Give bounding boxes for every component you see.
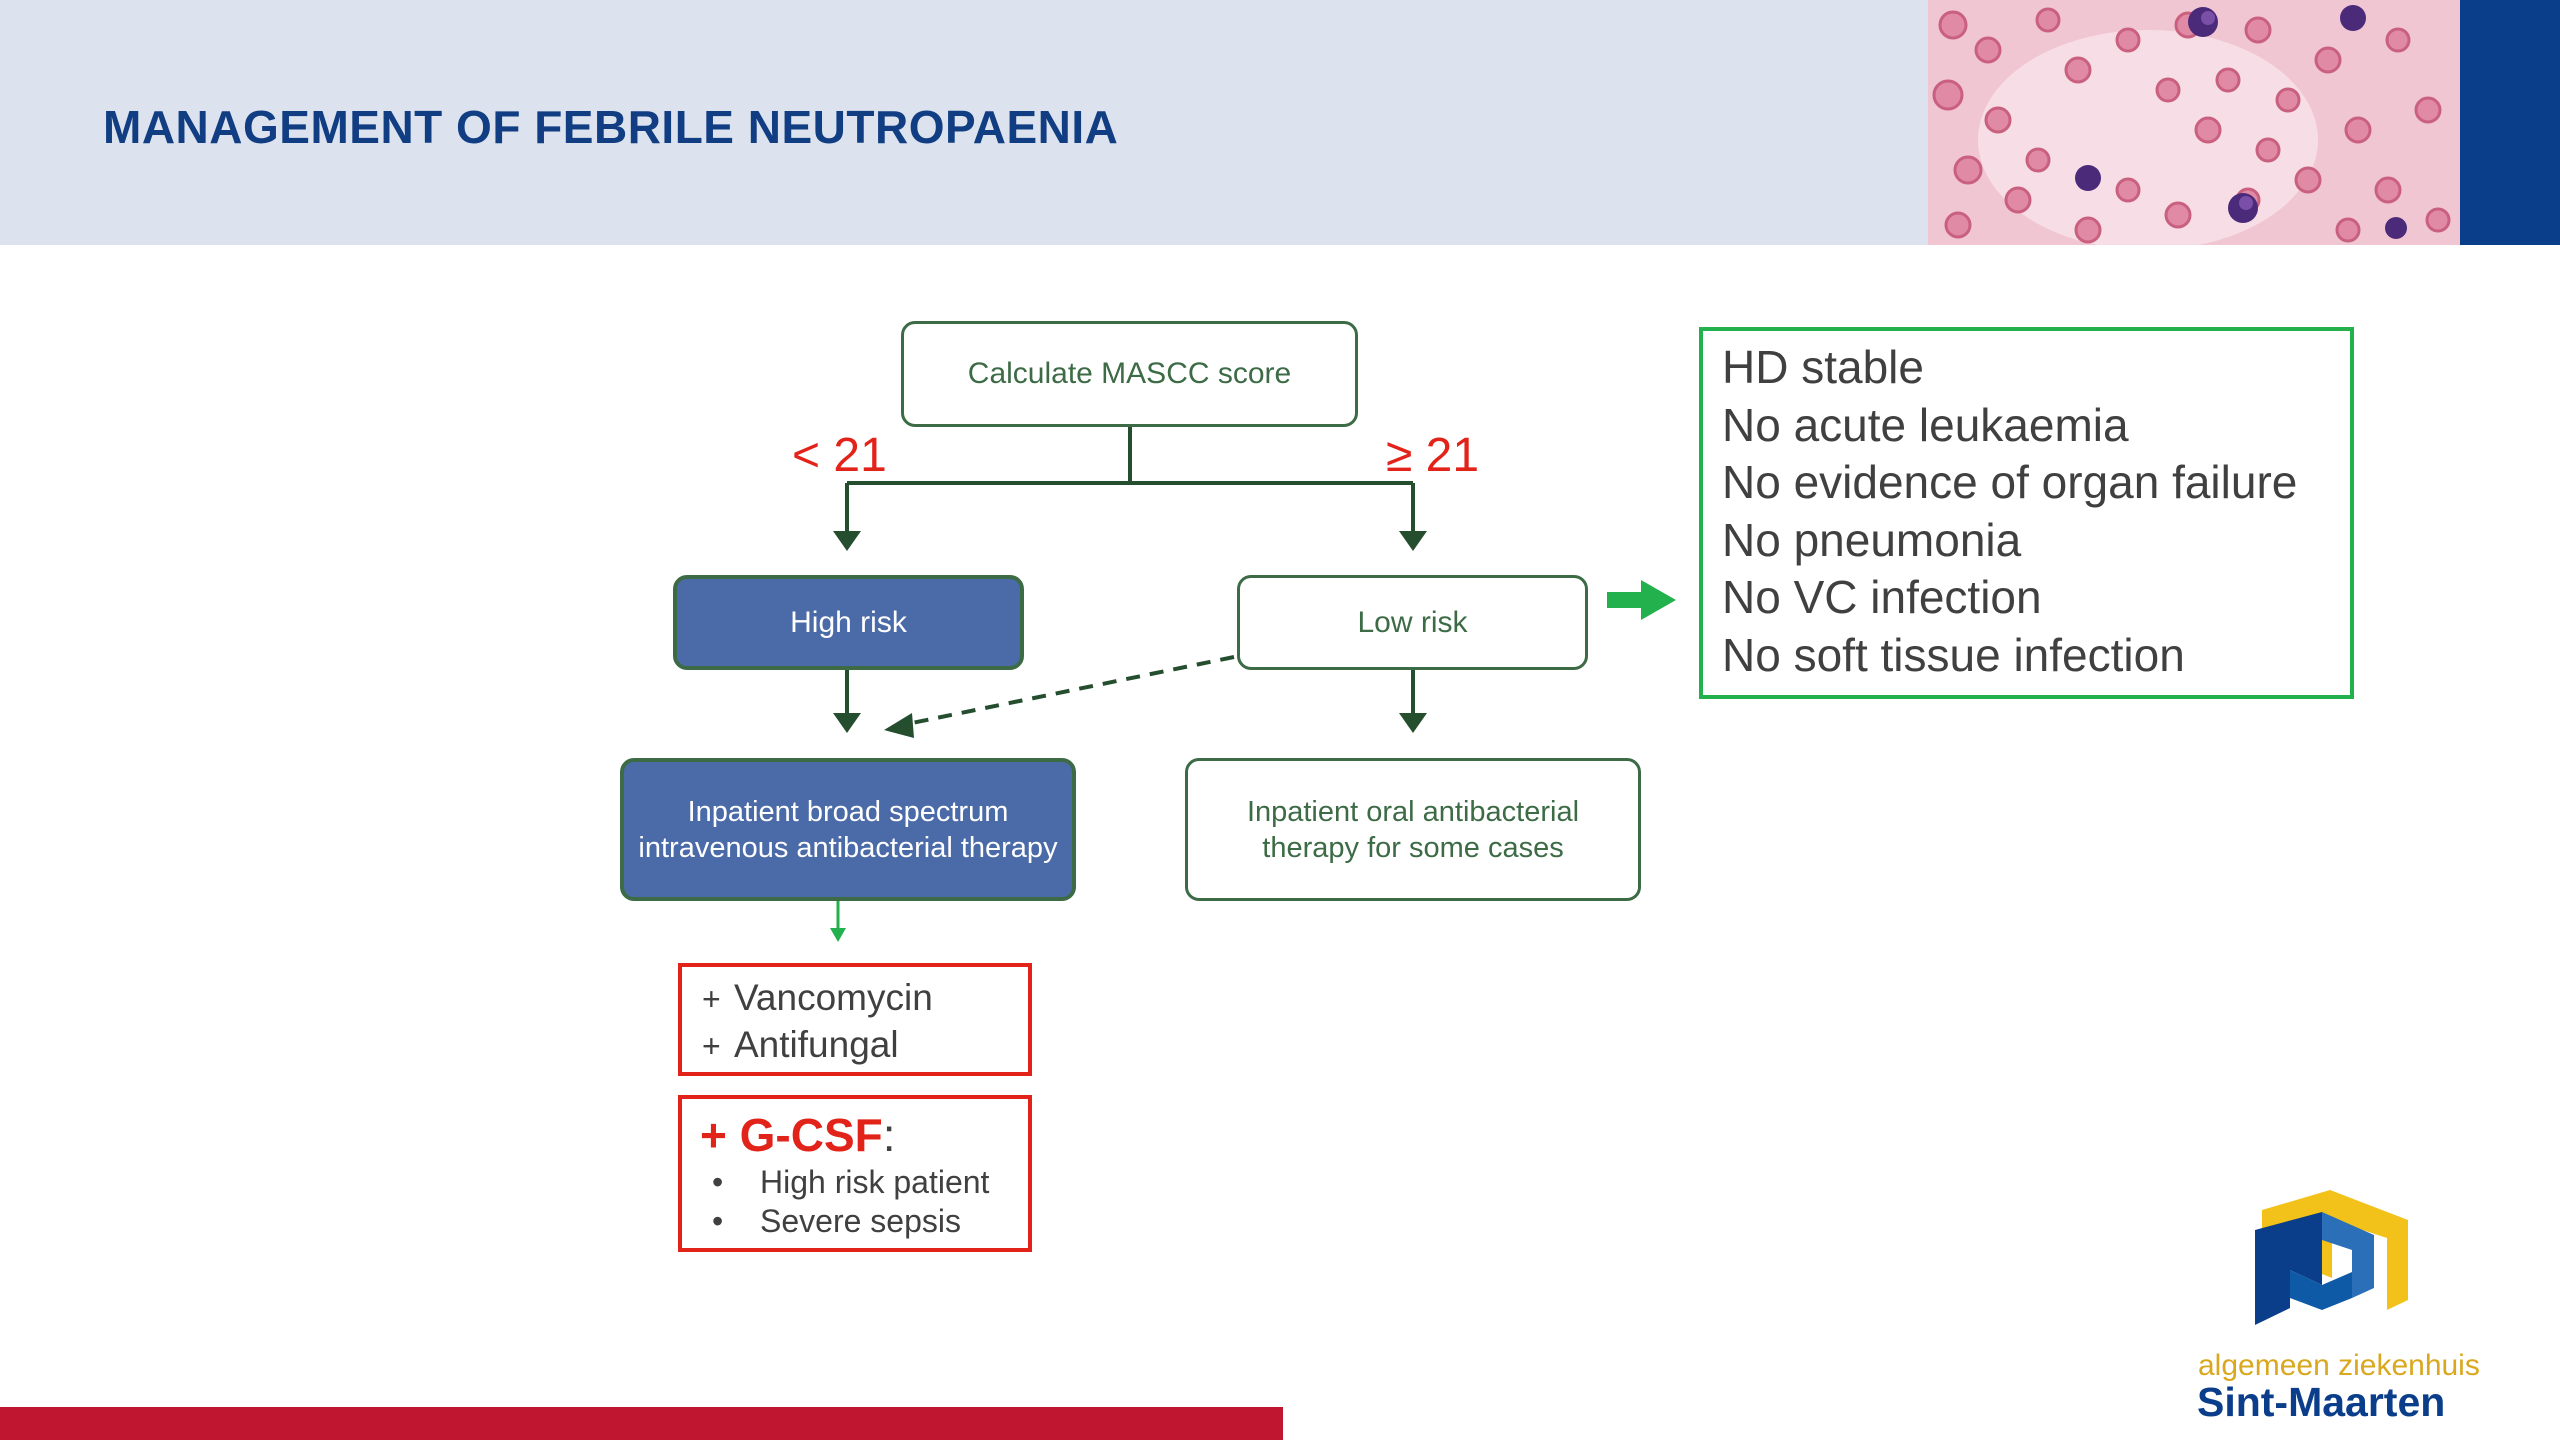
header-band [0,0,1928,245]
gcsf-item-label: High risk patient [760,1164,990,1200]
arrowhead-dashed [884,713,914,738]
gcsf-item: • Severe sepsis [700,1202,1028,1241]
header-accent-bar [2460,0,2560,245]
gcsf-item-label: Severe sepsis [760,1203,961,1239]
logo-text-line2: Sint-Maarten [2197,1379,2446,1425]
low-risk-criteria-box: HD stable No acute leukaemia No evidence… [1699,327,2354,699]
addition-label: Vancomycin [734,977,933,1018]
high-risk-therapy-node: Inpatient broad spectrum intravenous ant… [620,758,1076,901]
slide-title: MANAGEMENT OF FEBRILE NEUTROPAENIA [103,101,1119,153]
blood-smear-image [1928,0,2460,245]
addition-item: + Vancomycin [702,975,1028,1022]
low-risk-therapy-label: Inpatient oral antibacterial therapy for… [1246,795,1580,864]
addition-item: + Antifungal [702,1022,1028,1069]
gcsf-item: • High risk patient [700,1163,1028,1202]
plus-icon: + [702,981,721,1017]
branch-label-high-score: ≥ 21 [1386,429,1480,482]
arrowhead-high-risk [833,531,861,551]
gcsf-plus: + [700,1109,727,1161]
right-arrow-icon [1607,580,1676,620]
criteria-item: No pneumonia [1722,513,2022,566]
arrowhead-high-therapy [833,713,861,733]
low-risk-therapy-node: Inpatient oral antibacterial therapy for… [1185,758,1641,901]
high-risk-label: High risk [790,605,907,639]
addition-label: Antifungal [734,1024,899,1065]
criteria-item: No evidence of organ failure [1722,456,2298,508]
criteria-item: No soft tissue infection [1722,628,2185,681]
mascc-score-node: Calculate MASCC score [901,321,1358,427]
additions-box: + Vancomycin + Antifungal [678,963,1032,1076]
gcsf-box: + G-CSF: • High risk patient • Severe seps… [678,1095,1032,1252]
low-risk-label: Low risk [1357,605,1468,639]
bullet-icon: • [712,1164,724,1200]
arrowhead-low-therapy [1399,713,1427,733]
branch-label-low-score: < 21 [792,429,887,482]
footer-bar [0,1407,1283,1440]
gcsf-colon: : [882,1109,896,1161]
gcsf-heading: + G-CSF: [700,1107,1028,1163]
gcsf-title: G-CSF [739,1109,883,1161]
criteria-item: No VC infection [1722,571,2042,623]
criteria-item: No acute leukaemia [1722,398,2129,451]
high-risk-therapy-label: Inpatient broad spectrum intravenous ant… [638,795,1058,864]
plus-icon: + [702,1028,721,1064]
bullet-icon: • [712,1203,724,1239]
criteria-item: HD stable [1722,341,1924,393]
arrowhead-additions [830,928,846,942]
connector-low-to-high-therapy [911,655,1235,725]
hospital-logo [2112,1190,2492,1430]
logo-text-line1: algemeen ziekenhuis [2198,1349,2480,1382]
arrowhead-low-risk [1399,531,1427,551]
mascc-score-label: Calculate MASCC score [967,357,1292,390]
low-risk-node: Low risk [1237,575,1588,670]
high-risk-node: High risk [673,575,1024,670]
